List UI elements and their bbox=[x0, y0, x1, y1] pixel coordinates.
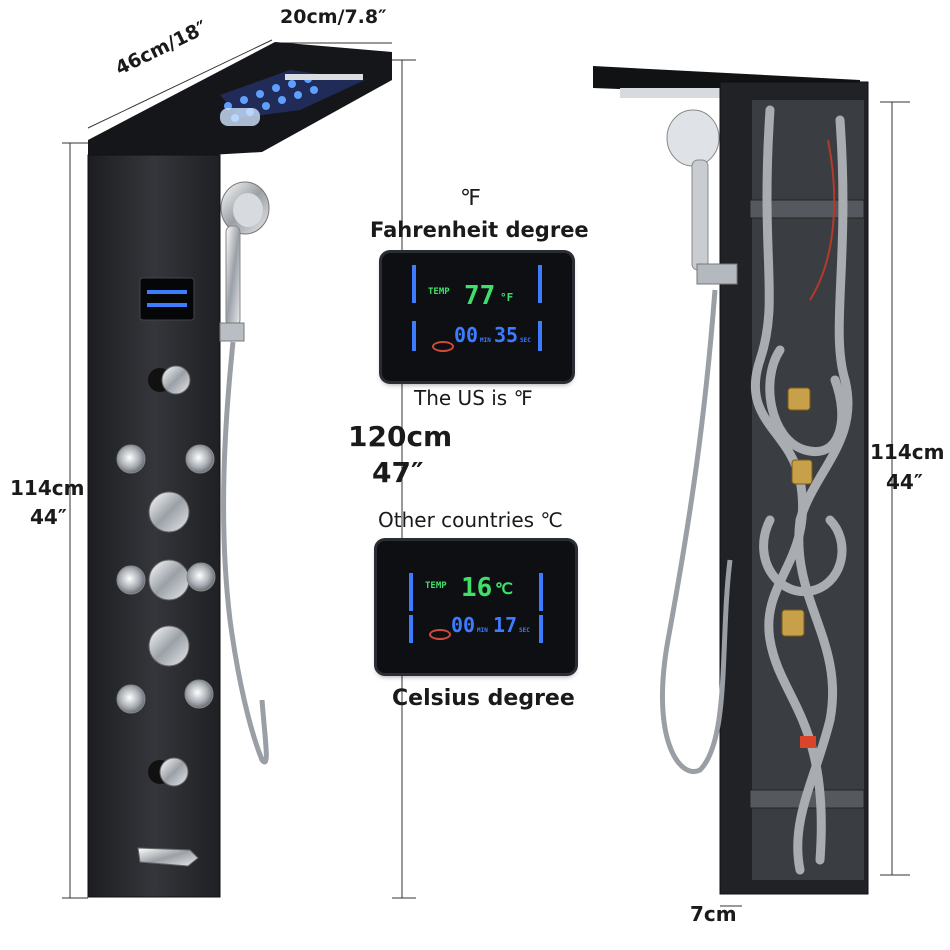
center-height-cm: 120cm bbox=[348, 420, 453, 453]
temp-label: TEMP bbox=[425, 581, 447, 591]
time-min: 00 bbox=[451, 613, 476, 637]
time-sec: 17 bbox=[493, 613, 518, 637]
back-hand-shower bbox=[659, 109, 738, 774]
left-height-in: 44″ bbox=[30, 505, 67, 529]
brass-fittings bbox=[781, 387, 813, 637]
right-height-cm: 114cm bbox=[870, 440, 945, 464]
right-height-in: 44″ bbox=[886, 470, 923, 494]
celsius-caption: Other countries ℃ bbox=[378, 508, 563, 532]
body-spray-jets bbox=[116, 444, 216, 714]
fahrenheit-caption: The US is ℉ bbox=[414, 386, 533, 410]
fahrenheit-symbol: ℉ bbox=[460, 186, 481, 211]
temp-unit: ℃ bbox=[495, 579, 513, 598]
bottom-depth-label: 7cm bbox=[690, 902, 737, 926]
front-display bbox=[139, 277, 195, 321]
temp-value: 16 bbox=[461, 573, 493, 603]
left-height-cm: 114cm bbox=[10, 476, 85, 500]
temp-label: TEMP bbox=[428, 287, 450, 297]
min-label: MIN bbox=[480, 337, 491, 344]
time-min: 00 bbox=[454, 323, 479, 347]
celsius-heading: Celsius degree bbox=[392, 686, 575, 711]
control-knobs bbox=[148, 365, 191, 787]
sec-label: SEC bbox=[520, 337, 531, 344]
celsius-display: TEMP 16 ℃ 00 MIN 17 SEC bbox=[377, 541, 575, 673]
flow-icon bbox=[429, 629, 451, 640]
fahrenheit-display: TEMP 77 °F 00 MIN 35 SEC bbox=[382, 253, 572, 381]
top-width-label: 20cm/7.8″ bbox=[280, 6, 387, 28]
temp-value: 77 bbox=[464, 281, 496, 311]
time-sec: 35 bbox=[494, 323, 519, 347]
flow-icon bbox=[432, 341, 454, 352]
dimension-lines bbox=[62, 39, 910, 907]
min-label: MIN bbox=[477, 627, 488, 634]
center-height-in: 47″ bbox=[372, 456, 424, 489]
temp-unit: °F bbox=[500, 291, 514, 304]
tub-spout bbox=[137, 847, 199, 867]
fahrenheit-heading: Fahrenheit degree bbox=[370, 218, 589, 242]
hand-shower bbox=[219, 181, 270, 765]
sec-label: SEC bbox=[519, 627, 530, 634]
